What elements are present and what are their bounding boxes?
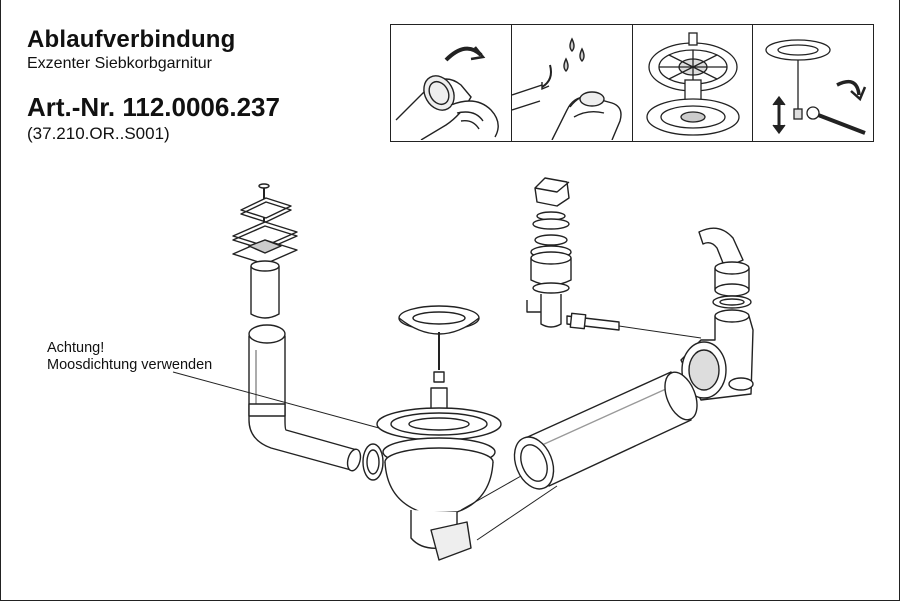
strainer-basket-top-view-icon xyxy=(645,32,740,136)
sink-outlet-body xyxy=(362,387,502,561)
overflow-sleeve xyxy=(250,260,280,319)
warning-note: Achtung! Moosdichtung verwenden xyxy=(47,340,212,374)
step-illustrations xyxy=(390,24,874,142)
note-leader-line xyxy=(172,371,380,429)
tee-fitting xyxy=(680,309,754,401)
overflow-cover-plates xyxy=(232,197,298,265)
twist-remove-strainer-icon xyxy=(395,46,499,140)
article-number: Art.-Nr. 112.0006.237 xyxy=(27,92,280,122)
step-4-panel xyxy=(753,25,873,141)
strainer-plug xyxy=(398,305,480,383)
actuator-rod xyxy=(566,312,702,339)
overflow-screw xyxy=(258,183,270,232)
step-1-panel xyxy=(391,25,512,141)
page-title: Ablaufverbindung xyxy=(27,26,236,53)
page-subtitle: Exzenter Siebkorbgarnitur xyxy=(27,55,212,72)
hand-water-drops-icon xyxy=(511,37,622,140)
note-heading: Achtung! xyxy=(47,340,105,356)
overflow-pipe xyxy=(248,324,362,472)
connection-pipe xyxy=(513,371,698,490)
step-2-panel xyxy=(511,25,633,141)
note-text: Moosdichtung verwenden xyxy=(47,357,213,373)
reference-code: (37.210.OR..S001) xyxy=(27,124,170,143)
drain-outlet xyxy=(460,475,558,541)
wrench-adjust-height-icon xyxy=(765,39,867,135)
eccentric-handle xyxy=(526,177,572,328)
hose-connector xyxy=(698,227,752,309)
step-3-panel xyxy=(633,25,754,141)
